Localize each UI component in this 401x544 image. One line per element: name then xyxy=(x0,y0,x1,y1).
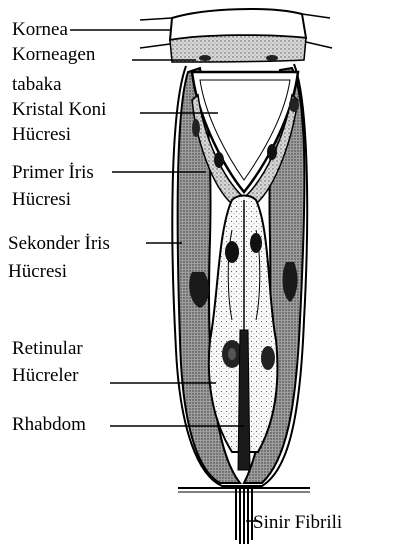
corneagen-layer xyxy=(170,35,306,62)
label-tabaka: tabaka xyxy=(12,74,62,96)
label-rhabdom: Rhabdom xyxy=(12,414,86,436)
nerve-fibre xyxy=(236,488,252,544)
label-kristal-hucresi: Hücresi xyxy=(12,124,71,146)
label-sekonder-hucresi: Hücresi xyxy=(8,261,67,283)
label-kornea: Kornea xyxy=(12,19,68,41)
label-retinular: Retinular xyxy=(12,338,83,360)
label-primer-hucresi: Hücresi xyxy=(12,189,71,211)
label-retinular-hucreler: Hücreler xyxy=(12,365,78,387)
label-sinir-fibrili: Sinir Fibrili xyxy=(253,512,342,534)
rhabdom xyxy=(238,330,250,470)
label-korneagen: Korneagen xyxy=(12,44,95,66)
label-primer-iris: Primer İris xyxy=(12,162,94,184)
label-kristal-koni: Kristal Koni xyxy=(12,99,106,121)
label-sekonder-iris: Sekonder İris xyxy=(8,233,110,255)
